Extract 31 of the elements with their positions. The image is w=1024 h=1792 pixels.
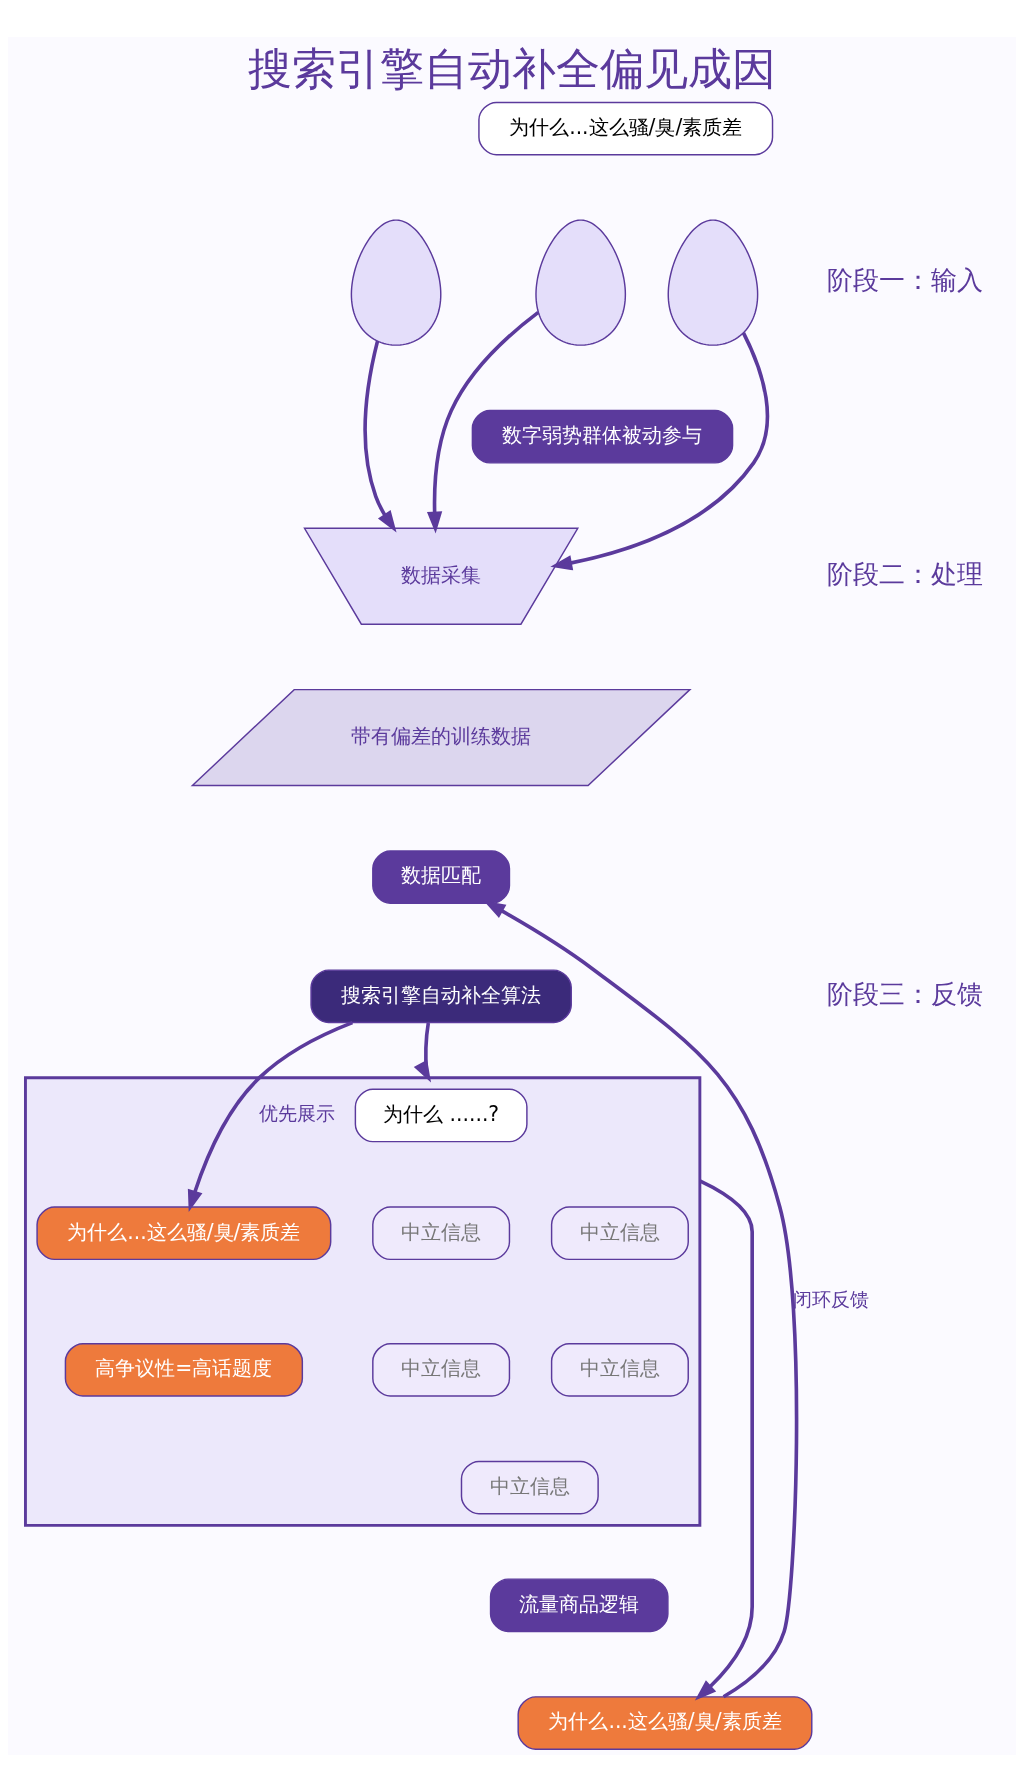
node-box: 中立信息	[550, 1342, 689, 1397]
arrow	[483, 900, 799, 1699]
cluster	[24, 1076, 702, 1527]
arrow	[187, 1020, 354, 1212]
node-box: 流量商品逻辑	[489, 1578, 669, 1633]
arrow	[413, 1022, 432, 1083]
diagram-title: 搜索引擎自动补全偏见成因	[248, 43, 776, 94]
arrow	[363, 340, 397, 533]
node-box: 为什么...这么骚/臭/素质差	[478, 101, 774, 156]
node-box: 搜索引擎自动补全算法	[310, 969, 572, 1024]
label: 阶段一：输入	[826, 265, 983, 296]
label: 阶段二：处理	[826, 558, 983, 589]
node-box: 中立信息	[550, 1206, 689, 1261]
node-box: 为什么 ......?	[354, 1088, 528, 1143]
node-box: 数字弱势群体被动参与	[471, 409, 734, 464]
node-box: 中立信息	[372, 1206, 511, 1261]
label: 阶段三：反馈	[826, 978, 983, 1009]
node-box: 为什么...这么骚/臭/素质差	[517, 1696, 813, 1750]
node-person	[350, 219, 442, 346]
node-person	[535, 219, 627, 346]
node-box: 高争议性=高话题度	[64, 1342, 304, 1397]
arrow	[694, 1179, 754, 1701]
node-person	[667, 219, 759, 346]
edge-label: 闭环反馈	[792, 1288, 869, 1311]
arrow	[550, 332, 770, 571]
arrow	[426, 310, 540, 534]
node-box: 数据匹配	[372, 850, 511, 904]
node-box: 为什么...这么骚/臭/素质差	[36, 1206, 332, 1261]
edge-label: 优先展示	[259, 1102, 336, 1125]
node-box: 中立信息	[372, 1342, 511, 1397]
node-box: 中立信息	[460, 1460, 599, 1515]
